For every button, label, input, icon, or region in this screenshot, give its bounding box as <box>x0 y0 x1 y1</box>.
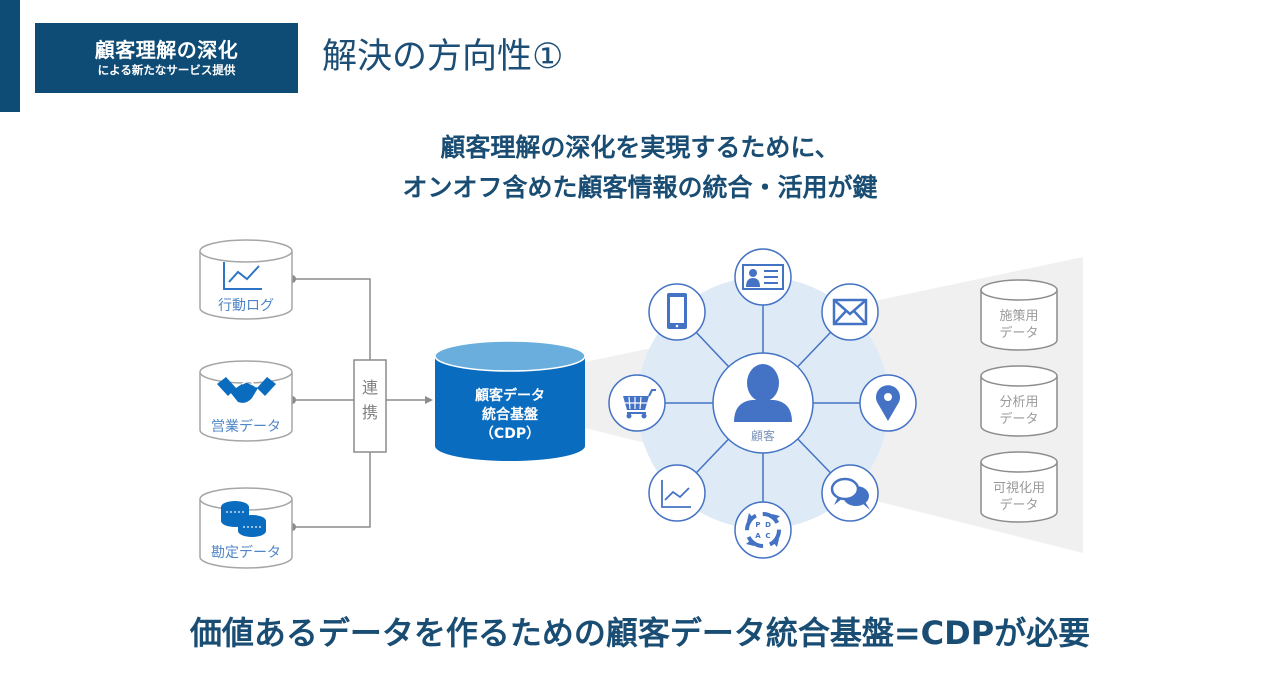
source-db-accounting-data: 勘定データ <box>199 487 293 569</box>
handshake-icon <box>217 377 276 403</box>
line-chart-icon <box>223 262 262 290</box>
headline-line-2: オンオフ含めた顧客情報の統合・活用が鍵 <box>402 173 878 202</box>
output-db-visualization: 可視化用 データ <box>980 451 1058 523</box>
pdca-letter: C <box>765 532 770 540</box>
source-db-sales-data: 営業データ <box>199 360 293 442</box>
arrow-head <box>425 396 433 404</box>
section-label: 顧客理解の深化 による新たなサービス提供 <box>35 23 298 93</box>
link-label-1: 連 <box>362 378 378 397</box>
satellite-mail <box>821 283 879 341</box>
cdp-database: 顧客データ 統合基盤 （CDP） <box>434 340 586 461</box>
pin-hole <box>884 393 892 401</box>
section-label-main: 顧客理解の深化 <box>94 38 239 62</box>
output-label: 分析用 <box>999 395 1038 410</box>
customer-label: 顧客 <box>751 428 775 443</box>
output-db-analysis: 分析用 データ <box>980 365 1058 437</box>
satellite-chat <box>821 464 879 522</box>
output-label: データ <box>999 325 1038 341</box>
link-label-2: 携 <box>362 403 378 422</box>
source-label: 勘定データ <box>211 544 281 561</box>
pdca-letter: P <box>755 521 760 529</box>
link-box: 連 携 <box>353 359 387 453</box>
customer-center: 顧客 <box>712 352 814 454</box>
satellite-pdca: P D A C <box>734 501 792 559</box>
source-label: 営業データ <box>211 418 281 435</box>
coins-icon <box>221 501 266 537</box>
chat-icon <box>830 477 870 510</box>
satellite-location <box>859 374 917 432</box>
pdca-letter: A <box>755 532 761 540</box>
output-label: データ <box>999 497 1038 513</box>
source-connectors <box>292 278 428 528</box>
satellite-chart <box>648 464 706 522</box>
output-label: 可視化用 <box>993 481 1045 496</box>
slide-title: 解決の方向性① <box>322 37 564 77</box>
satellite-phone <box>648 283 706 341</box>
person-icon <box>734 364 792 422</box>
smartphone-icon <box>667 293 687 329</box>
source-db-behavior-log: 行動ログ <box>199 239 293 320</box>
shopping-cart-icon <box>623 389 656 419</box>
pdca-letter: D <box>765 521 771 529</box>
line-chart-icon <box>661 480 691 508</box>
section-label-sub: による新たなサービス提供 <box>97 63 236 77</box>
output-label: 施策用 <box>999 308 1038 324</box>
footer-message: 価値あるデータを作るための顧客データ統合基盤=CDPが必要 <box>189 614 1091 652</box>
output-db-campaign: 施策用 データ <box>980 279 1058 351</box>
output-label: データ <box>999 411 1038 427</box>
satellite-cart <box>608 374 666 432</box>
id-card-icon <box>742 264 784 290</box>
headline-line-1: 顧客理解の深化を実現するために、 <box>440 133 840 162</box>
mail-icon <box>832 298 868 326</box>
cdp-label-2: 統合基盤 <box>482 406 539 423</box>
accent-bar <box>0 0 20 112</box>
satellite-id-card <box>734 248 792 306</box>
pdca-cycle-icon: P D A C <box>745 512 781 548</box>
cdp-label-3: （CDP） <box>480 426 540 442</box>
location-pin-icon <box>876 385 900 421</box>
cdp-label-1: 顧客データ <box>475 387 545 404</box>
source-label: 行動ログ <box>218 298 274 314</box>
headline: 顧客理解の深化を実現するために、 オンオフ含めた顧客情報の統合・活用が鍵 <box>0 128 1280 208</box>
